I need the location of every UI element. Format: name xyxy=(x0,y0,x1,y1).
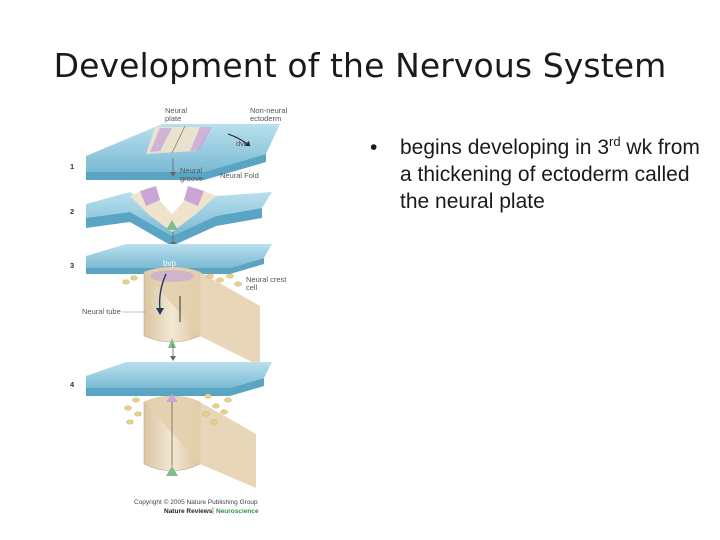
label-neural-crest-2: cell xyxy=(246,283,258,292)
label-bvp: bvp xyxy=(163,259,176,268)
label-neural-tube: Neural tube xyxy=(82,307,121,316)
label-neural-groove-1: Neural xyxy=(180,166,202,175)
label-neural-crest-1: Neural crest xyxy=(246,275,287,284)
step-2: 2 xyxy=(70,207,74,216)
figure-copyright: Copyright © 2005 Nature Publishing Group xyxy=(134,498,258,506)
step-3: 3 xyxy=(70,261,74,270)
bullet-item: • begins developing in 3rd wk from a thi… xyxy=(370,134,700,215)
neural-development-figure: Neural plate Non-neural ectoderm 1 dve N… xyxy=(60,96,300,520)
bullet-text-suffix: wk from a thickening of ectoderm called … xyxy=(400,136,700,213)
bullet-text: begins developing in 3rd wk from a thick… xyxy=(400,134,700,215)
label-neural-groove-2: groove xyxy=(180,174,203,183)
bullet-list: • begins developing in 3rd wk from a thi… xyxy=(370,134,700,215)
stage-2-sheet xyxy=(86,186,272,246)
label-non-neural-1: Non-neural xyxy=(250,106,287,115)
stage-3-sheet: bvp xyxy=(86,244,272,366)
label-neural-fold: Neural Fold xyxy=(220,171,259,180)
step-4: 4 xyxy=(70,380,75,389)
label-neural-plate-1: Neural xyxy=(165,106,187,115)
figure-journal-section: Neuroscience xyxy=(216,508,259,515)
label-dve: dve xyxy=(236,139,248,148)
label-non-neural-2: ectoderm xyxy=(250,114,281,123)
bullet-marker: • xyxy=(370,136,378,159)
neural-development-diagram: Neural plate Non-neural ectoderm 1 dve N… xyxy=(70,106,287,515)
label-neural-plate-2: plate xyxy=(165,114,181,123)
stage-4-sheet xyxy=(86,362,272,488)
bullet-superscript: rd xyxy=(609,134,621,149)
step-1: 1 xyxy=(70,162,74,171)
bullet-text-prefix: begins developing in 3 xyxy=(400,136,609,159)
stage-1-sheet: dve xyxy=(86,124,280,180)
figure-journal: Nature Reviews xyxy=(164,508,213,515)
slide-title: Development of the Nervous System xyxy=(53,46,667,85)
